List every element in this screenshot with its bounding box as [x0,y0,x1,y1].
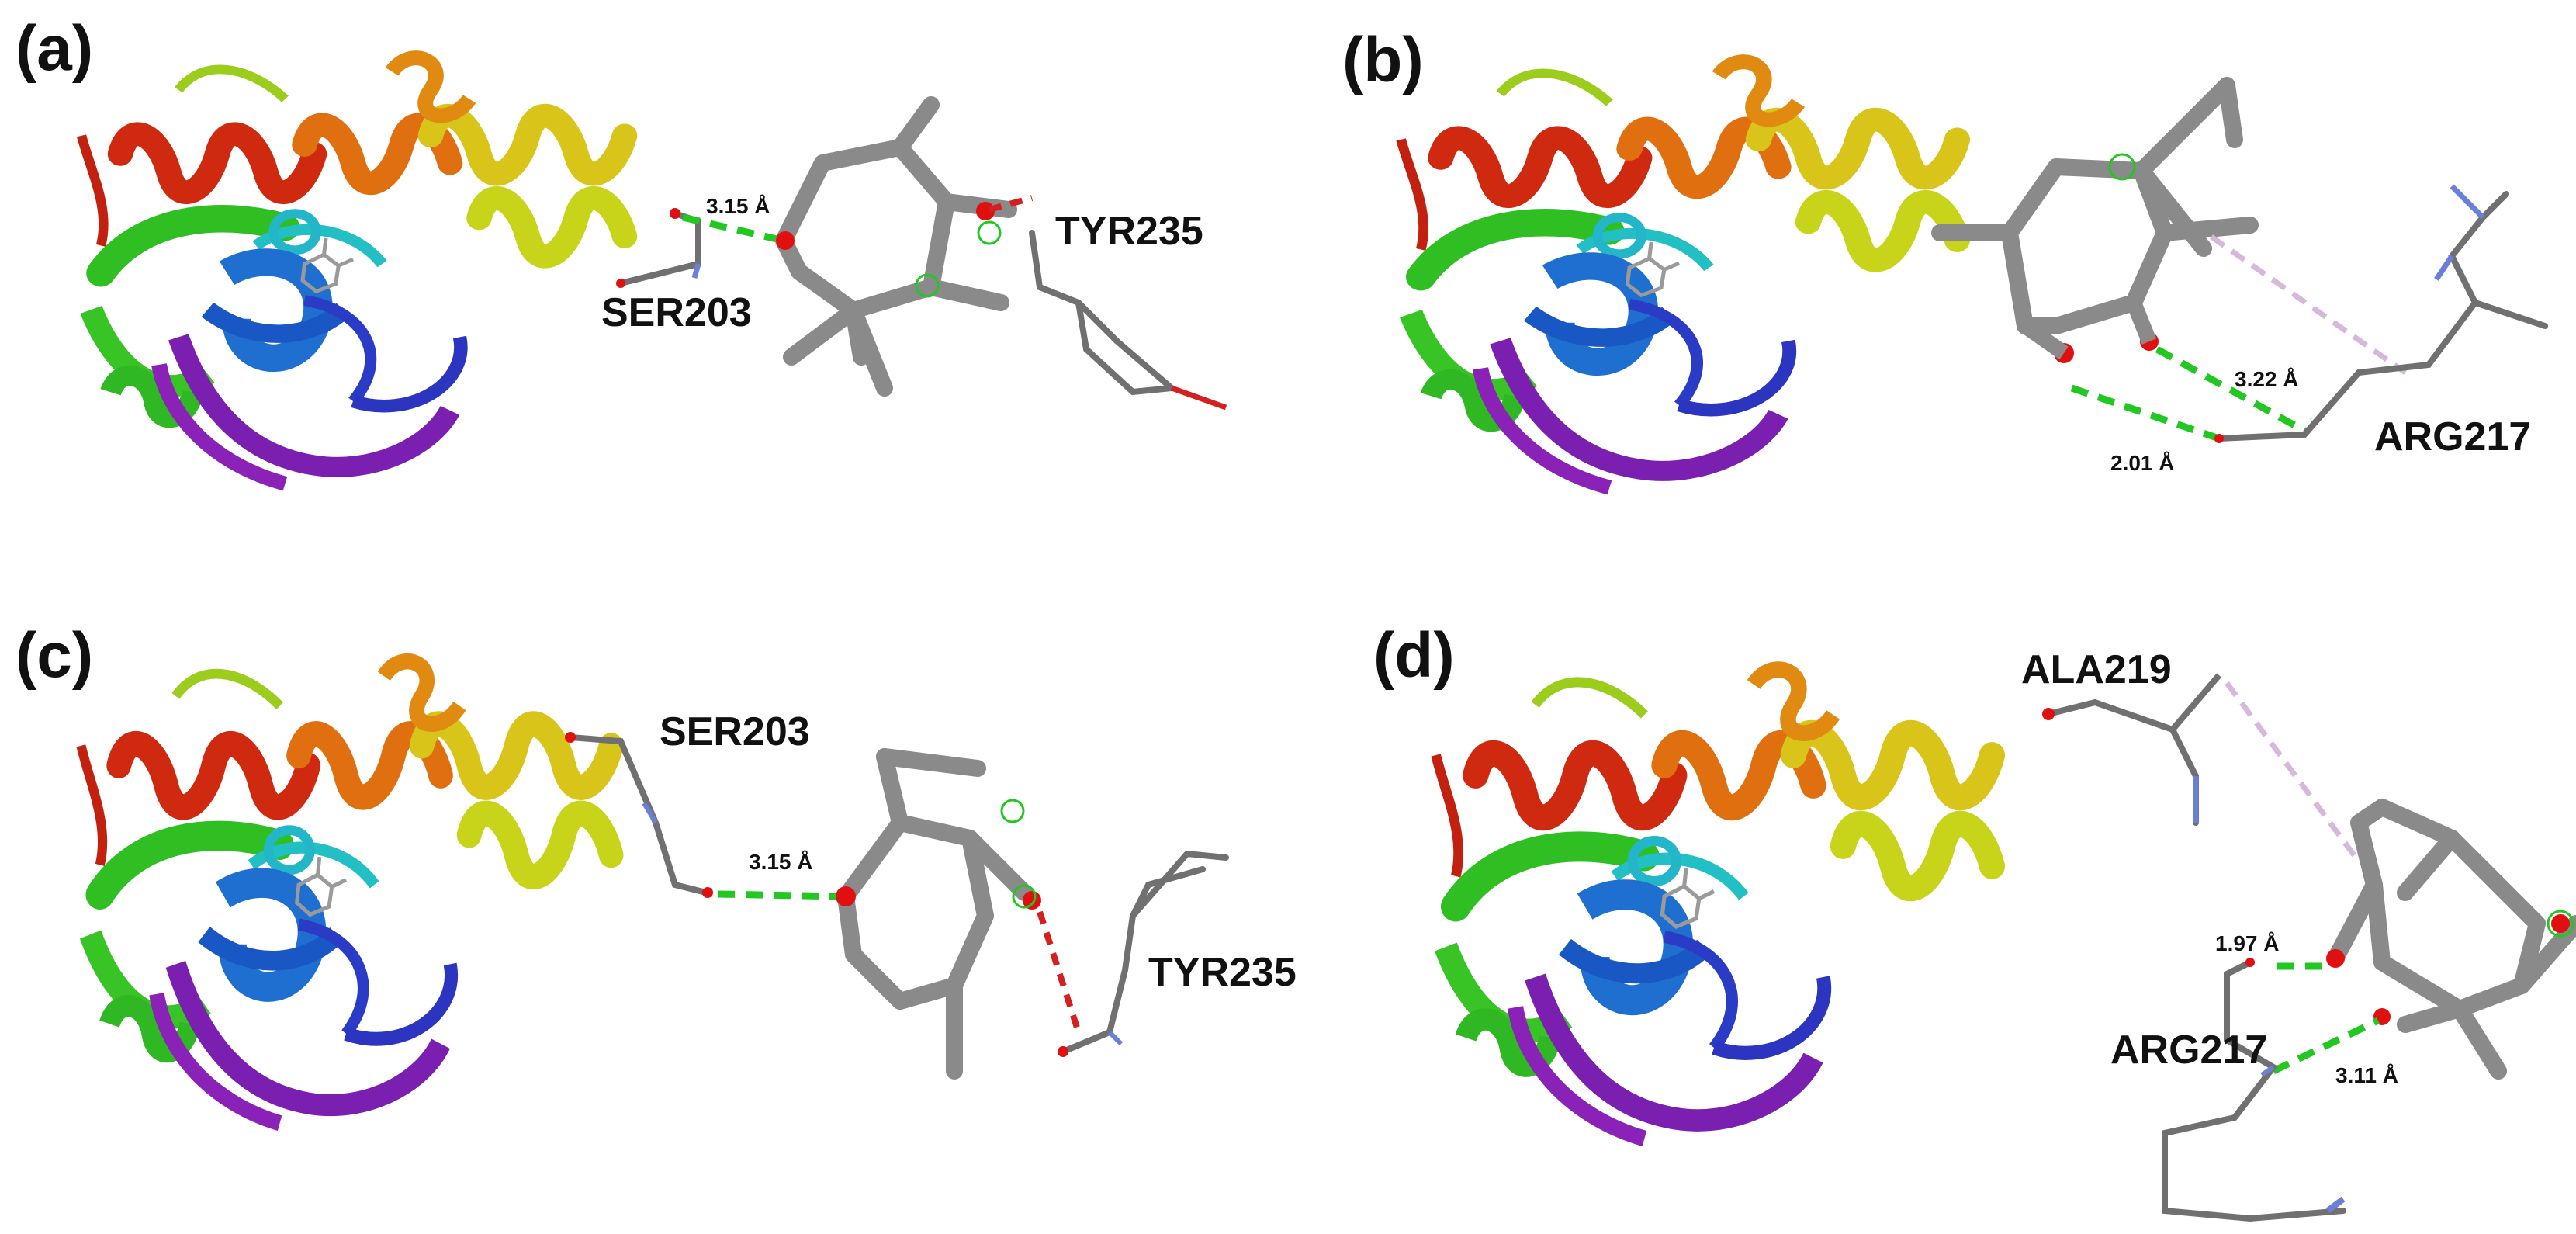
distance-b-2: 2.01 Å [2110,451,2175,475]
panel-a: (a) 3.15 Å [16,13,1227,484]
panel-c-letter: (c) [16,620,93,691]
distance-c-1: 3.15 Å [749,850,813,874]
panel-a-letter: (a) [16,13,93,84]
panel-b: (b) 3.22 Å 2.01 Å [1342,25,2548,488]
distance-d-1: 1.97 Å [2215,931,2280,955]
binding-site-b: 3.22 Å 2.01 Å ARG217 [1931,77,2548,475]
binding-site-d: ALA219 1.97 Å 3.11 Å [2021,647,2576,1222]
residue-label-d-1: ALA219 [2021,647,2172,692]
binding-site-c: SER203 3.15 Å TYR235 [565,709,1297,1080]
residue-label-c-2: TYR235 [1148,950,1297,995]
protein-cartoon-b [1401,62,1958,488]
residue-label-d-2: ARG217 [2110,1028,2267,1073]
binding-site-a: 3.15 Å SER203 TYR235 [601,96,1227,411]
panel-c: (c) SER203 3.15 Å [16,620,1297,1123]
panel-b-letter: (b) [1342,25,1424,95]
panel-d-letter: (d) [1373,620,1455,691]
protein-cartoon-d [1436,670,1993,1139]
residue-label-c-1: SER203 [660,709,810,754]
residue-label-b-1: ARG217 [2374,414,2531,459]
residue-label-a-1: SER203 [601,290,752,335]
distance-d-2: 3.11 Å [2335,1063,2398,1087]
distance-b-1: 3.22 Å [2235,367,2299,391]
protein-cartoon-a [81,58,625,484]
distance-a-1: 3.15 Å [706,194,770,218]
protein-cartoon-c [81,661,611,1123]
residue-label-a-2: TYR235 [1055,209,1203,254]
panel-d: (d) ALA219 [1373,620,2576,1222]
